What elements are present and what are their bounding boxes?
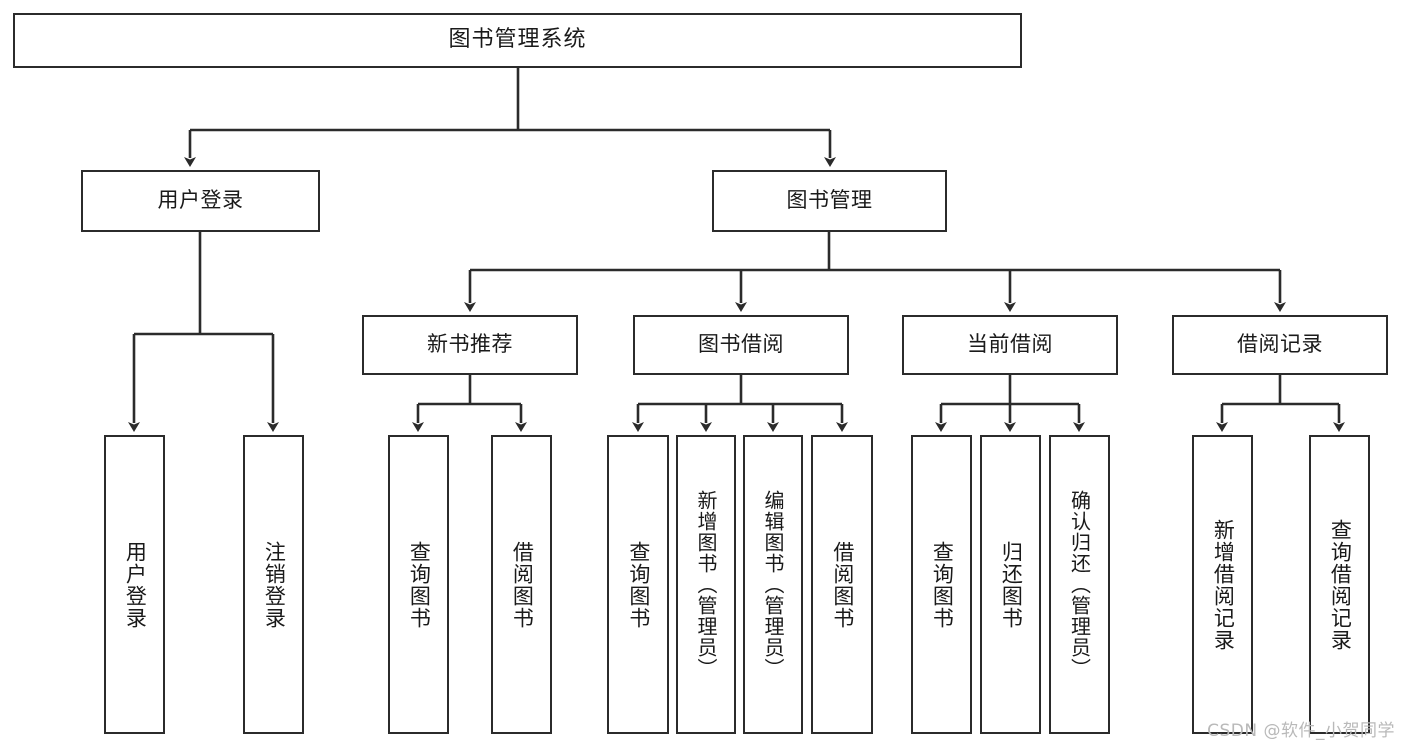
node-label: 借阅图书 [830,540,855,629]
node-label: 借阅图书 [510,540,535,629]
node-label: 图书管理系统 [448,27,587,53]
node-new-book-recommend[interactable]: 新书推荐 [362,315,578,375]
node-label: 查询图书 [626,540,651,629]
node-label: 编辑图书（管理员） [761,490,785,679]
leaf-user-login[interactable]: 用户登录 [104,435,165,734]
node-user-login[interactable]: 用户登录 [81,170,320,232]
node-book-borrow[interactable]: 图书借阅 [633,315,849,375]
leaf-return-book[interactable]: 归还图书 [980,435,1041,734]
leaf-edit-book-admin[interactable]: 编辑图书（管理员） [743,435,803,734]
node-label: 当前借阅 [967,332,1053,357]
node-label: 借阅记录 [1237,332,1323,357]
node-label: 确认归还（管理员） [1067,490,1092,679]
node-book-manage[interactable]: 图书管理 [712,170,947,232]
node-label: 用户登录 [157,188,244,213]
csdn-watermark: CSDN @软件_小贺同学 [1207,721,1395,741]
node-label: 查询借阅记录 [1328,518,1353,651]
node-label: 查询图书 [930,540,955,629]
node-label: 查询图书 [407,540,432,629]
leaf-query-book-recommend[interactable]: 查询图书 [388,435,449,734]
leaf-confirm-return-admin[interactable]: 确认归还（管理员） [1049,435,1110,734]
leaf-query-book-current[interactable]: 查询图书 [911,435,972,734]
node-label: 归还图书 [999,540,1024,629]
node-label: 图书管理 [786,188,873,213]
leaf-add-borrow-record[interactable]: 新增借阅记录 [1192,435,1253,734]
node-label: 新书推荐 [427,332,513,357]
node-label: 新增借阅记录 [1211,518,1236,651]
leaf-borrow-book-recommend[interactable]: 借阅图书 [491,435,552,734]
node-root-system[interactable]: 图书管理系统 [13,13,1022,68]
node-current-borrow[interactable]: 当前借阅 [902,315,1118,375]
leaf-logout[interactable]: 注销登录 [243,435,304,734]
node-label: 新增图书（管理员） [694,490,718,679]
node-label: 用户登录 [123,540,148,629]
leaf-query-book-borrow[interactable]: 查询图书 [607,435,669,734]
node-borrow-record[interactable]: 借阅记录 [1172,315,1388,375]
node-label: 注销登录 [262,540,287,629]
leaf-borrow-book-borrow[interactable]: 借阅图书 [811,435,873,734]
leaf-add-book-admin[interactable]: 新增图书（管理员） [676,435,736,734]
node-label: 图书借阅 [698,332,784,357]
leaf-query-borrow-record[interactable]: 查询借阅记录 [1309,435,1370,734]
